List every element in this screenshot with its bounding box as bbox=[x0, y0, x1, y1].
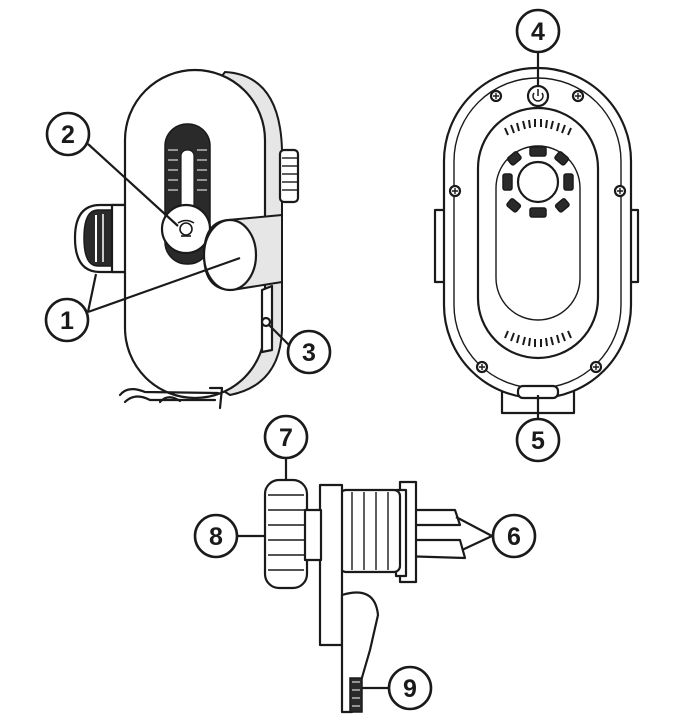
callout-8: 8 bbox=[193, 513, 239, 559]
callout-9-label: 9 bbox=[403, 675, 417, 703]
front-view bbox=[73, 68, 300, 410]
top-vent bbox=[504, 119, 572, 136]
vent-clip-view bbox=[263, 478, 467, 714]
callout-8-label: 8 bbox=[209, 523, 223, 551]
callout-7: 7 bbox=[263, 414, 309, 460]
knob-neck bbox=[303, 508, 323, 562]
callout-9: 9 bbox=[387, 665, 433, 711]
wireless-charging-button bbox=[160, 203, 212, 255]
back-inner-plate bbox=[476, 106, 600, 360]
callout-4-label: 4 bbox=[531, 18, 545, 46]
callout-2: 2 bbox=[45, 111, 91, 157]
mount-plate bbox=[318, 483, 344, 647]
bottom-vent bbox=[504, 330, 572, 347]
threaded-barrel bbox=[338, 488, 402, 574]
callout-7-label: 7 bbox=[279, 424, 293, 452]
leader-lines bbox=[86, 52, 540, 690]
bottom-hooks bbox=[118, 386, 224, 410]
adjust-wheel bbox=[349, 677, 363, 713]
callout-6-label: 6 bbox=[507, 523, 521, 551]
screws bbox=[448, 89, 627, 374]
power-button bbox=[526, 84, 550, 108]
callout-1-label: 1 bbox=[60, 307, 74, 335]
fan-grille bbox=[502, 146, 574, 218]
slot-ribs bbox=[168, 149, 207, 191]
lock-knob bbox=[263, 478, 309, 590]
callout-1: 1 bbox=[44, 297, 90, 343]
callout-4: 4 bbox=[515, 8, 561, 54]
callout-5: 5 bbox=[515, 417, 561, 463]
callout-2-label: 2 bbox=[61, 121, 75, 149]
power-icon bbox=[532, 89, 544, 102]
callout-3: 3 bbox=[286, 329, 332, 375]
clamp-wheel bbox=[73, 203, 132, 274]
back-view bbox=[433, 66, 640, 415]
wireless-charging-icon bbox=[177, 219, 195, 237]
callout-3-label: 3 bbox=[302, 339, 316, 367]
callout-6: 6 bbox=[491, 513, 537, 559]
callout-5-label: 5 bbox=[531, 427, 545, 455]
side-knob bbox=[278, 148, 300, 204]
